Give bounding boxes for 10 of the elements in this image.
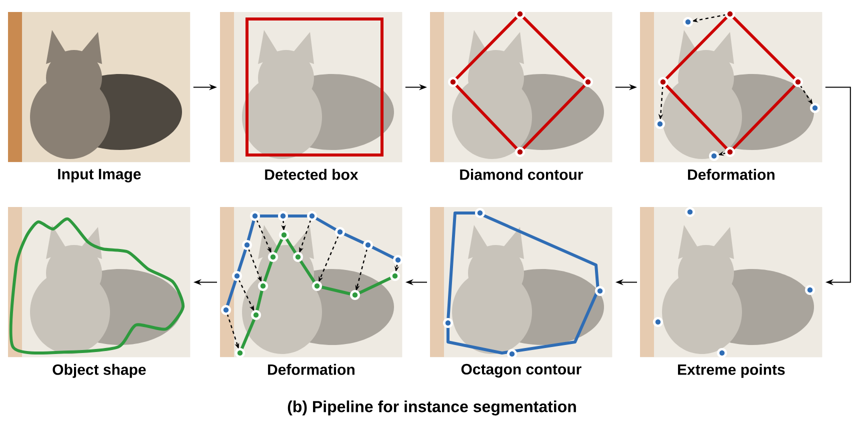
node-label: Detected box <box>265 168 358 180</box>
node-label: Deformation <box>268 364 354 375</box>
node-label: Object shape <box>52 364 146 378</box>
node-label: Input Image <box>58 168 141 182</box>
figure-caption: (b) Pipeline for instance segmentation <box>288 400 576 416</box>
node-label: Octagon contour <box>461 364 582 378</box>
node-label: Deformation <box>688 168 774 180</box>
arrow <box>824 86 851 286</box>
node-label: Diamond contour <box>460 168 584 180</box>
node-label: Extreme points <box>678 364 785 378</box>
